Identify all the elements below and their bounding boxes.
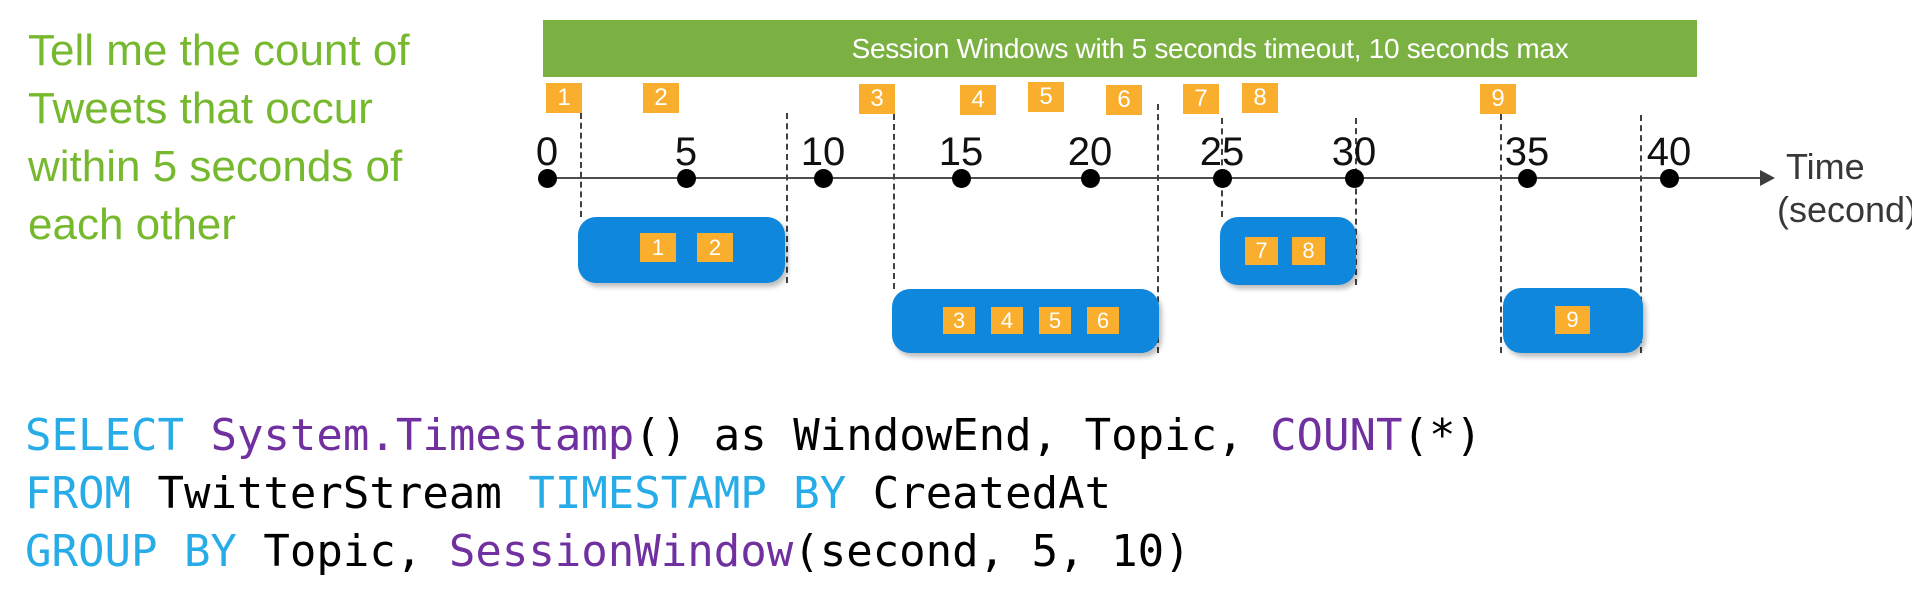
code-token: () as WindowEnd, Topic, bbox=[634, 410, 1271, 461]
window-event-marker-8: 8 bbox=[1292, 237, 1325, 265]
time-axis-arrow-icon bbox=[1760, 170, 1775, 186]
axis-label-unit: (second) bbox=[1777, 189, 1912, 230]
tick-dot-15 bbox=[952, 169, 971, 188]
code-token: TwitterStream bbox=[130, 468, 529, 519]
code-token: System.Timestamp bbox=[210, 410, 635, 461]
code-token: TIMESTAMP BY bbox=[528, 468, 847, 519]
code-line-1: SELECT System.Timestamp() as WindowEnd, … bbox=[25, 407, 1482, 465]
tick-label-0: 0 bbox=[535, 130, 559, 174]
query-text-line: Tweets that occur bbox=[28, 84, 373, 133]
tick-label-10: 10 bbox=[800, 130, 846, 174]
tick-label-5: 5 bbox=[674, 130, 698, 174]
code-token: (*) bbox=[1402, 410, 1482, 461]
code-token: SessionWindow bbox=[448, 526, 794, 577]
tick-label-40: 40 bbox=[1646, 130, 1692, 174]
event-marker-5: 5 bbox=[1028, 82, 1064, 112]
tick-dot-0 bbox=[538, 169, 557, 188]
session-window-1 bbox=[578, 217, 785, 283]
tick-label-20: 20 bbox=[1067, 130, 1113, 174]
window-event-marker-3: 3 bbox=[943, 307, 975, 334]
session-boundary-dashed-line bbox=[1640, 115, 1642, 353]
event-marker-4: 4 bbox=[960, 85, 996, 115]
session-boundary-dashed-line bbox=[1500, 114, 1502, 353]
session-boundary-dashed-line bbox=[893, 114, 895, 289]
tick-label-35: 35 bbox=[1504, 130, 1550, 174]
session-boundary-dashed-line bbox=[1355, 118, 1357, 285]
code-token: Topic, bbox=[236, 526, 449, 577]
code-token bbox=[184, 410, 211, 461]
session-boundary-dashed-line bbox=[580, 113, 582, 217]
session-window-3 bbox=[1220, 217, 1356, 285]
code-line-3: GROUP BY Topic, SessionWindow(second, 5,… bbox=[25, 523, 1482, 581]
session-boundary-dashed-line bbox=[1221, 118, 1223, 217]
tick-label-15: 15 bbox=[938, 130, 984, 174]
event-marker-8: 8 bbox=[1242, 83, 1278, 113]
banner-title: Session Windows with 5 seconds timeout, … bbox=[851, 32, 1569, 64]
session-boundary-dashed-line bbox=[786, 113, 788, 283]
event-marker-7: 7 bbox=[1183, 84, 1219, 114]
code-token: CreatedAt bbox=[846, 468, 1112, 519]
window-event-marker-4: 4 bbox=[991, 307, 1023, 334]
window-event-marker-9: 9 bbox=[1555, 306, 1590, 334]
time-axis-line bbox=[540, 177, 1760, 179]
event-marker-3: 3 bbox=[859, 84, 895, 114]
code-line-2: FROM TwitterStream TIMESTAMP BY CreatedA… bbox=[25, 465, 1482, 523]
window-event-marker-2: 2 bbox=[697, 233, 733, 262]
code-token: (second, 5, 10) bbox=[793, 526, 1191, 577]
query-text: Tell me the count of Tweets that occur wit… bbox=[28, 22, 410, 254]
tick-dot-25 bbox=[1213, 169, 1232, 188]
window-event-marker-1: 1 bbox=[640, 233, 676, 262]
axis-label-time: Time bbox=[1786, 146, 1865, 187]
window-event-marker-6: 6 bbox=[1087, 307, 1119, 334]
code-token: FROM bbox=[25, 468, 131, 519]
event-marker-9: 9 bbox=[1480, 84, 1516, 114]
sql-code-block: SELECT System.Timestamp() as WindowEnd, … bbox=[25, 407, 1482, 581]
banner: Session Windows with 5 seconds timeout, … bbox=[543, 20, 1697, 77]
window-event-marker-5: 5 bbox=[1039, 307, 1071, 334]
tick-dot-40 bbox=[1660, 169, 1679, 188]
tick-label-25: 25 bbox=[1199, 130, 1245, 174]
event-marker-6: 6 bbox=[1106, 85, 1142, 115]
tick-dot-20 bbox=[1081, 169, 1100, 188]
tick-dot-5 bbox=[677, 169, 696, 188]
tick-dot-30 bbox=[1345, 169, 1364, 188]
query-text-line: within 5 seconds of bbox=[28, 142, 403, 191]
code-token: COUNT bbox=[1270, 410, 1403, 461]
tick-dot-10 bbox=[814, 169, 833, 188]
query-text-line: each other bbox=[28, 200, 236, 249]
code-token: GROUP BY bbox=[25, 526, 237, 577]
session-boundary-dashed-line bbox=[1157, 104, 1159, 353]
code-token: SELECT bbox=[25, 410, 184, 461]
event-marker-1: 1 bbox=[546, 83, 582, 113]
tick-label-30: 30 bbox=[1331, 130, 1377, 174]
query-text-line: Tell me the count of bbox=[28, 26, 410, 75]
event-marker-2: 2 bbox=[643, 83, 679, 113]
window-event-marker-7: 7 bbox=[1245, 237, 1278, 265]
tick-dot-35 bbox=[1518, 169, 1537, 188]
